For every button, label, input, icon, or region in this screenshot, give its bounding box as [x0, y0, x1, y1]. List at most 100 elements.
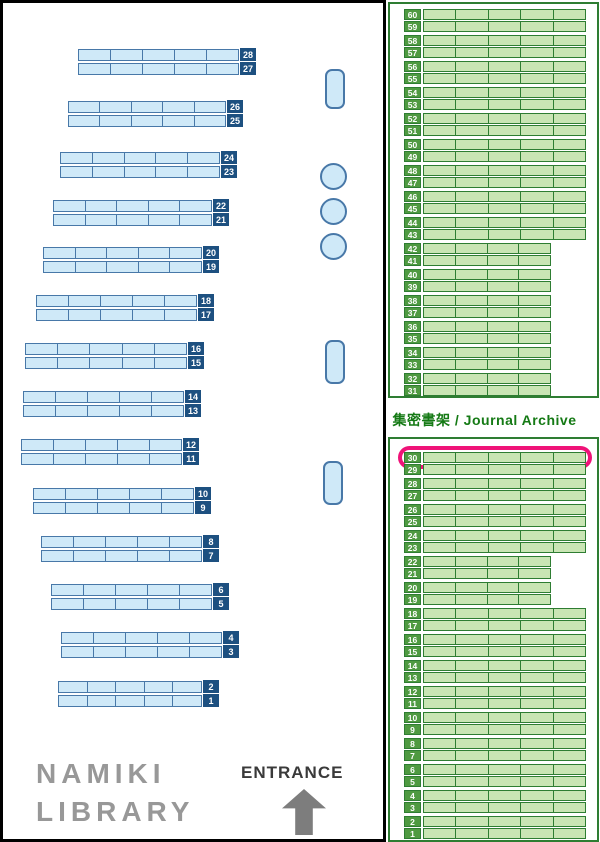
shelf-cell [90, 343, 123, 354]
archive-cell [489, 100, 522, 109]
archive-row-41: 41 [390, 255, 551, 266]
archive-cell [521, 491, 554, 500]
shelf-cell [100, 115, 132, 126]
archive-row-56: 56 [390, 61, 586, 72]
archive-bar [423, 790, 586, 801]
shelf-cell [34, 502, 66, 513]
archive-number-tag: 17 [404, 620, 421, 631]
archive-cell [521, 178, 554, 187]
shelf-cell [180, 215, 211, 225]
archive-cell [488, 557, 520, 566]
archive-cell [489, 531, 522, 540]
shelf-cell [69, 309, 101, 320]
archive-number-tag: 57 [404, 47, 421, 58]
archive-row-4: 4 [390, 790, 586, 801]
archive-cell [424, 491, 457, 500]
shelf-cell [207, 64, 238, 74]
archive-cell [554, 803, 585, 812]
archive-row-57: 57 [390, 47, 586, 58]
archive-cell [519, 374, 550, 383]
archive-number-tag: 54 [404, 87, 421, 98]
archive-number-tag: 4 [404, 790, 421, 801]
archive-cell [521, 204, 554, 213]
archive-number-tag: 51 [404, 125, 421, 136]
archive-number-tag: 48 [404, 165, 421, 176]
archive-cell [424, 126, 457, 135]
shelf-bar [60, 151, 220, 164]
archive-row-38: 38 [390, 295, 551, 306]
archive-cell [424, 140, 457, 149]
archive-cell [456, 453, 489, 462]
archive-cell [489, 204, 522, 213]
archive-number-tag: 24 [404, 530, 421, 541]
archive-cell [489, 152, 522, 161]
archive-cell [456, 699, 489, 708]
shelf-cell [69, 295, 101, 306]
shelf-cell [207, 50, 238, 60]
archive-bar [423, 321, 551, 332]
archive-cell [554, 739, 585, 748]
archive-cell [489, 699, 522, 708]
archive-cell [489, 491, 522, 500]
shelf-cell [152, 406, 183, 416]
shelf-cell [94, 646, 126, 657]
archive-number-tag: 53 [404, 99, 421, 110]
shelf-cell [195, 102, 225, 112]
archive-cell [456, 218, 489, 227]
shelf-cell [123, 343, 155, 354]
archive-cell [489, 140, 522, 149]
archive-bar [423, 269, 551, 280]
archive-cell [424, 308, 456, 317]
archive-cell [424, 334, 456, 343]
archive-cell [456, 374, 488, 383]
archive-cell [488, 270, 520, 279]
archive-bar [423, 764, 586, 775]
shelf-number-tag: 28 [240, 48, 256, 61]
shelf-cell [52, 584, 84, 595]
shelf-cell [37, 295, 69, 306]
shelf-cell [61, 166, 93, 177]
archive-cell [456, 334, 488, 343]
shelf-cell [86, 453, 118, 464]
shelf-cell [59, 695, 88, 706]
shelf-cell [175, 63, 207, 74]
shelf-cell [44, 261, 76, 272]
archive-cell [521, 725, 554, 734]
archive-cell [489, 661, 522, 670]
archive-cell [521, 218, 554, 227]
archive-bar [423, 165, 586, 176]
shelf-cell [180, 585, 211, 595]
archive-bar [423, 490, 586, 501]
archive-cell [456, 386, 488, 395]
shelf-bar [33, 501, 194, 514]
shelf-bar [68, 114, 226, 127]
archive-cell [424, 204, 457, 213]
shelf-cell [138, 550, 170, 561]
shelf-number-tag: 1 [203, 694, 219, 707]
shelf-bar [51, 597, 212, 610]
archive-cell [554, 22, 585, 31]
archive-cell [424, 114, 457, 123]
shelf-cell [116, 584, 148, 595]
archive-cell [521, 166, 554, 175]
shelf-cell [170, 262, 201, 272]
archive-number-tag: 3 [404, 802, 421, 813]
archive-row-35: 35 [390, 333, 551, 344]
entrance-arrow-icon [282, 789, 326, 835]
shelf-cell [79, 49, 111, 60]
archive-bar [423, 217, 586, 228]
shelf-bar [68, 100, 226, 113]
archive-cell [456, 230, 489, 239]
shelf-number-tag: 14 [185, 390, 201, 403]
shelf-cell [149, 200, 181, 211]
shelf-cell [195, 116, 225, 126]
archive-bar [423, 452, 586, 463]
archive-bar [423, 516, 586, 527]
archive-cell [456, 687, 489, 696]
archive-cell [424, 687, 457, 696]
archive-number-tag: 35 [404, 333, 421, 344]
archive-cell [489, 817, 522, 826]
archive-cell [488, 348, 520, 357]
shelf-number-tag: 25 [227, 114, 243, 127]
archive-cell [424, 386, 456, 395]
